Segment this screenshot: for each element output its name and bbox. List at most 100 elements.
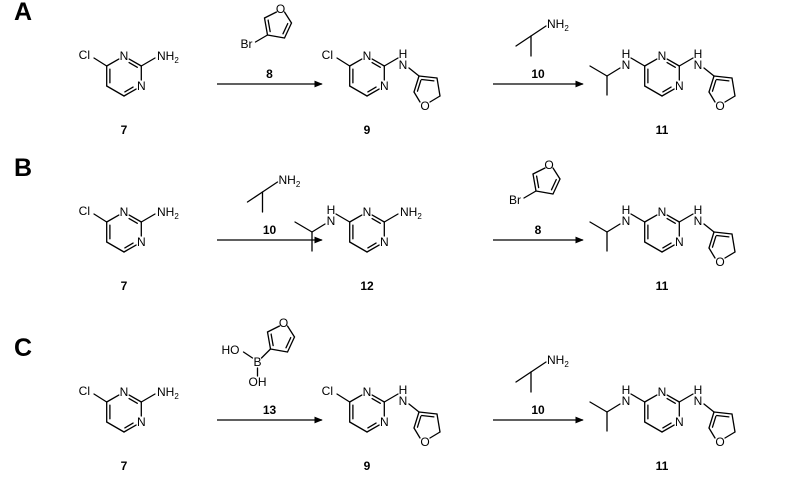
ring-bond	[349, 214, 363, 223]
c-n-bond	[383, 393, 399, 403]
ring-double-bond	[124, 242, 134, 249]
furan-bond	[552, 167, 561, 180]
furan-bond	[724, 251, 736, 259]
compound-number: 9	[364, 459, 371, 473]
ring-bond	[366, 424, 380, 433]
furan-bond	[713, 231, 733, 235]
ring-bond	[366, 88, 380, 97]
furan-bond	[724, 431, 736, 439]
c-n-bond	[630, 213, 646, 223]
furan-bond	[263, 11, 278, 19]
reagent-number: 8	[535, 223, 542, 237]
ring-bond	[661, 88, 675, 97]
ring-double-bond	[371, 397, 381, 404]
furan-double-bond	[285, 336, 292, 349]
n-c-bond	[703, 67, 715, 77]
ring-double-bond	[128, 217, 138, 224]
ring-bond	[128, 394, 142, 403]
c-n-bond	[530, 25, 547, 37]
furan-bond	[552, 178, 561, 195]
compound-number: 9	[364, 123, 371, 137]
ring-bond	[371, 214, 385, 223]
ring-nitrogen: N	[363, 205, 372, 219]
nh-nitrogen: N	[622, 394, 631, 408]
furan-double-bond	[711, 235, 717, 248]
c-n-bond	[261, 181, 279, 193]
furan-oxygen: O	[420, 435, 429, 449]
chloro-atom: Cl	[322, 48, 333, 62]
panel-label: B	[14, 154, 32, 182]
ring-nitrogen: N	[363, 385, 372, 399]
n-c-bond	[606, 223, 621, 233]
ring-bond	[644, 85, 663, 97]
compound-number: 11	[656, 459, 669, 473]
ring-bond	[644, 421, 663, 433]
c-n-bond	[383, 213, 399, 223]
furan-bond	[418, 411, 438, 415]
c-cl-bond	[93, 213, 108, 223]
furan-bond	[266, 331, 272, 350]
c-n-bond	[140, 213, 156, 223]
nh-hydrogen: H	[327, 203, 336, 217]
furan-double-bond	[282, 22, 289, 35]
furan-bond	[731, 233, 736, 253]
furan-bond	[708, 91, 716, 103]
hydroxyl-group: HO	[222, 343, 240, 357]
furan-oxygen: O	[715, 435, 724, 449]
c-cl-bond	[336, 393, 351, 403]
c-br-bond	[523, 190, 537, 199]
ring-double-bond	[367, 242, 377, 249]
furan-oxygen: O	[715, 99, 724, 113]
ring-double-bond	[124, 86, 134, 93]
furan-bond	[413, 75, 420, 93]
ring-bond	[644, 58, 658, 67]
compound-number: 11	[656, 123, 669, 137]
c-n-bond	[678, 393, 694, 403]
c-n-bond	[678, 213, 694, 223]
furan-bond	[418, 75, 438, 79]
nh-nitrogen: N	[622, 58, 631, 72]
furan-bond	[708, 247, 716, 259]
n-c-bond	[606, 67, 621, 77]
furan-bond	[731, 77, 736, 97]
furan-oxygen: O	[544, 158, 553, 172]
furan-bond	[413, 427, 421, 439]
ring-bond	[366, 244, 380, 253]
furan-bond	[263, 17, 269, 36]
nh-hydrogen: H	[399, 47, 408, 61]
ring-nitrogen: N	[675, 79, 684, 93]
furan-double-bond	[416, 415, 422, 428]
n-c-bond	[311, 223, 326, 233]
ring-bond	[666, 394, 680, 403]
nh-nitrogen: N	[327, 214, 336, 228]
amino-group: NH2	[279, 173, 301, 189]
furan-bond	[413, 91, 421, 103]
ring-double-bond	[371, 217, 381, 224]
nh-nitrogen: N	[694, 214, 703, 228]
reagent-isopropylamine: NH2	[515, 353, 569, 393]
reagent-bromofuran: OBr	[509, 158, 561, 207]
ring-nitrogen: N	[120, 205, 129, 219]
reagent-number: 10	[531, 403, 545, 417]
panel-label: A	[14, 0, 32, 26]
isopropyl-bond	[589, 401, 608, 413]
ring-double-bond	[128, 397, 138, 404]
ring-nitrogen: N	[363, 49, 372, 63]
ring-nitrogen: N	[658, 205, 667, 219]
furan-double-bond	[421, 414, 435, 418]
c-n-bond	[140, 393, 156, 403]
ring-bond	[661, 424, 675, 433]
furan-bond	[708, 411, 715, 429]
ring-double-bond	[666, 217, 676, 224]
nh-nitrogen: N	[622, 214, 631, 228]
compound-number: 12	[360, 279, 374, 293]
n-c-bond	[703, 223, 715, 233]
ring-bond	[349, 421, 368, 433]
ring-bond	[349, 241, 368, 253]
ring-nitrogen: N	[137, 235, 146, 249]
c-n-bond	[140, 57, 156, 67]
c-cl-bond	[93, 57, 108, 67]
